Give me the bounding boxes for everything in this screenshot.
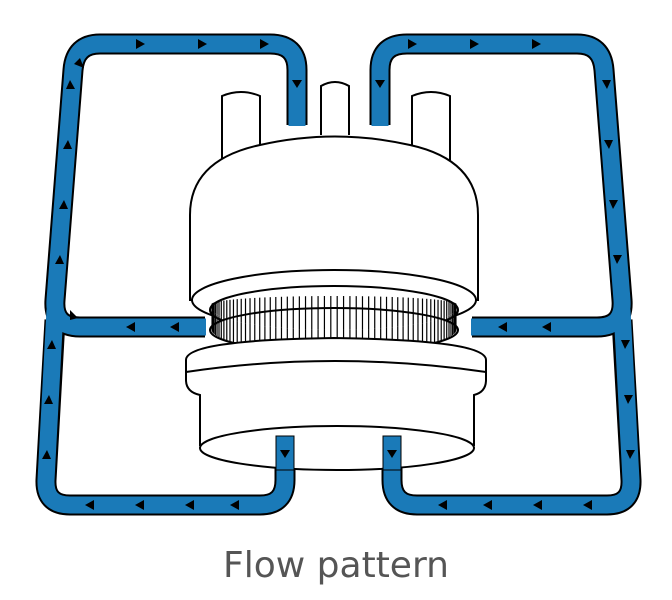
flow-diagram <box>0 0 672 540</box>
left-flow-arrows <box>42 39 302 510</box>
device-body <box>189 135 479 301</box>
center-pin <box>320 81 350 135</box>
diagram-caption: Flow pattern <box>223 545 449 586</box>
base-bottom <box>199 425 475 471</box>
right-pin <box>411 91 451 165</box>
pump-device <box>185 81 487 471</box>
left-flow-channels <box>42 39 302 510</box>
